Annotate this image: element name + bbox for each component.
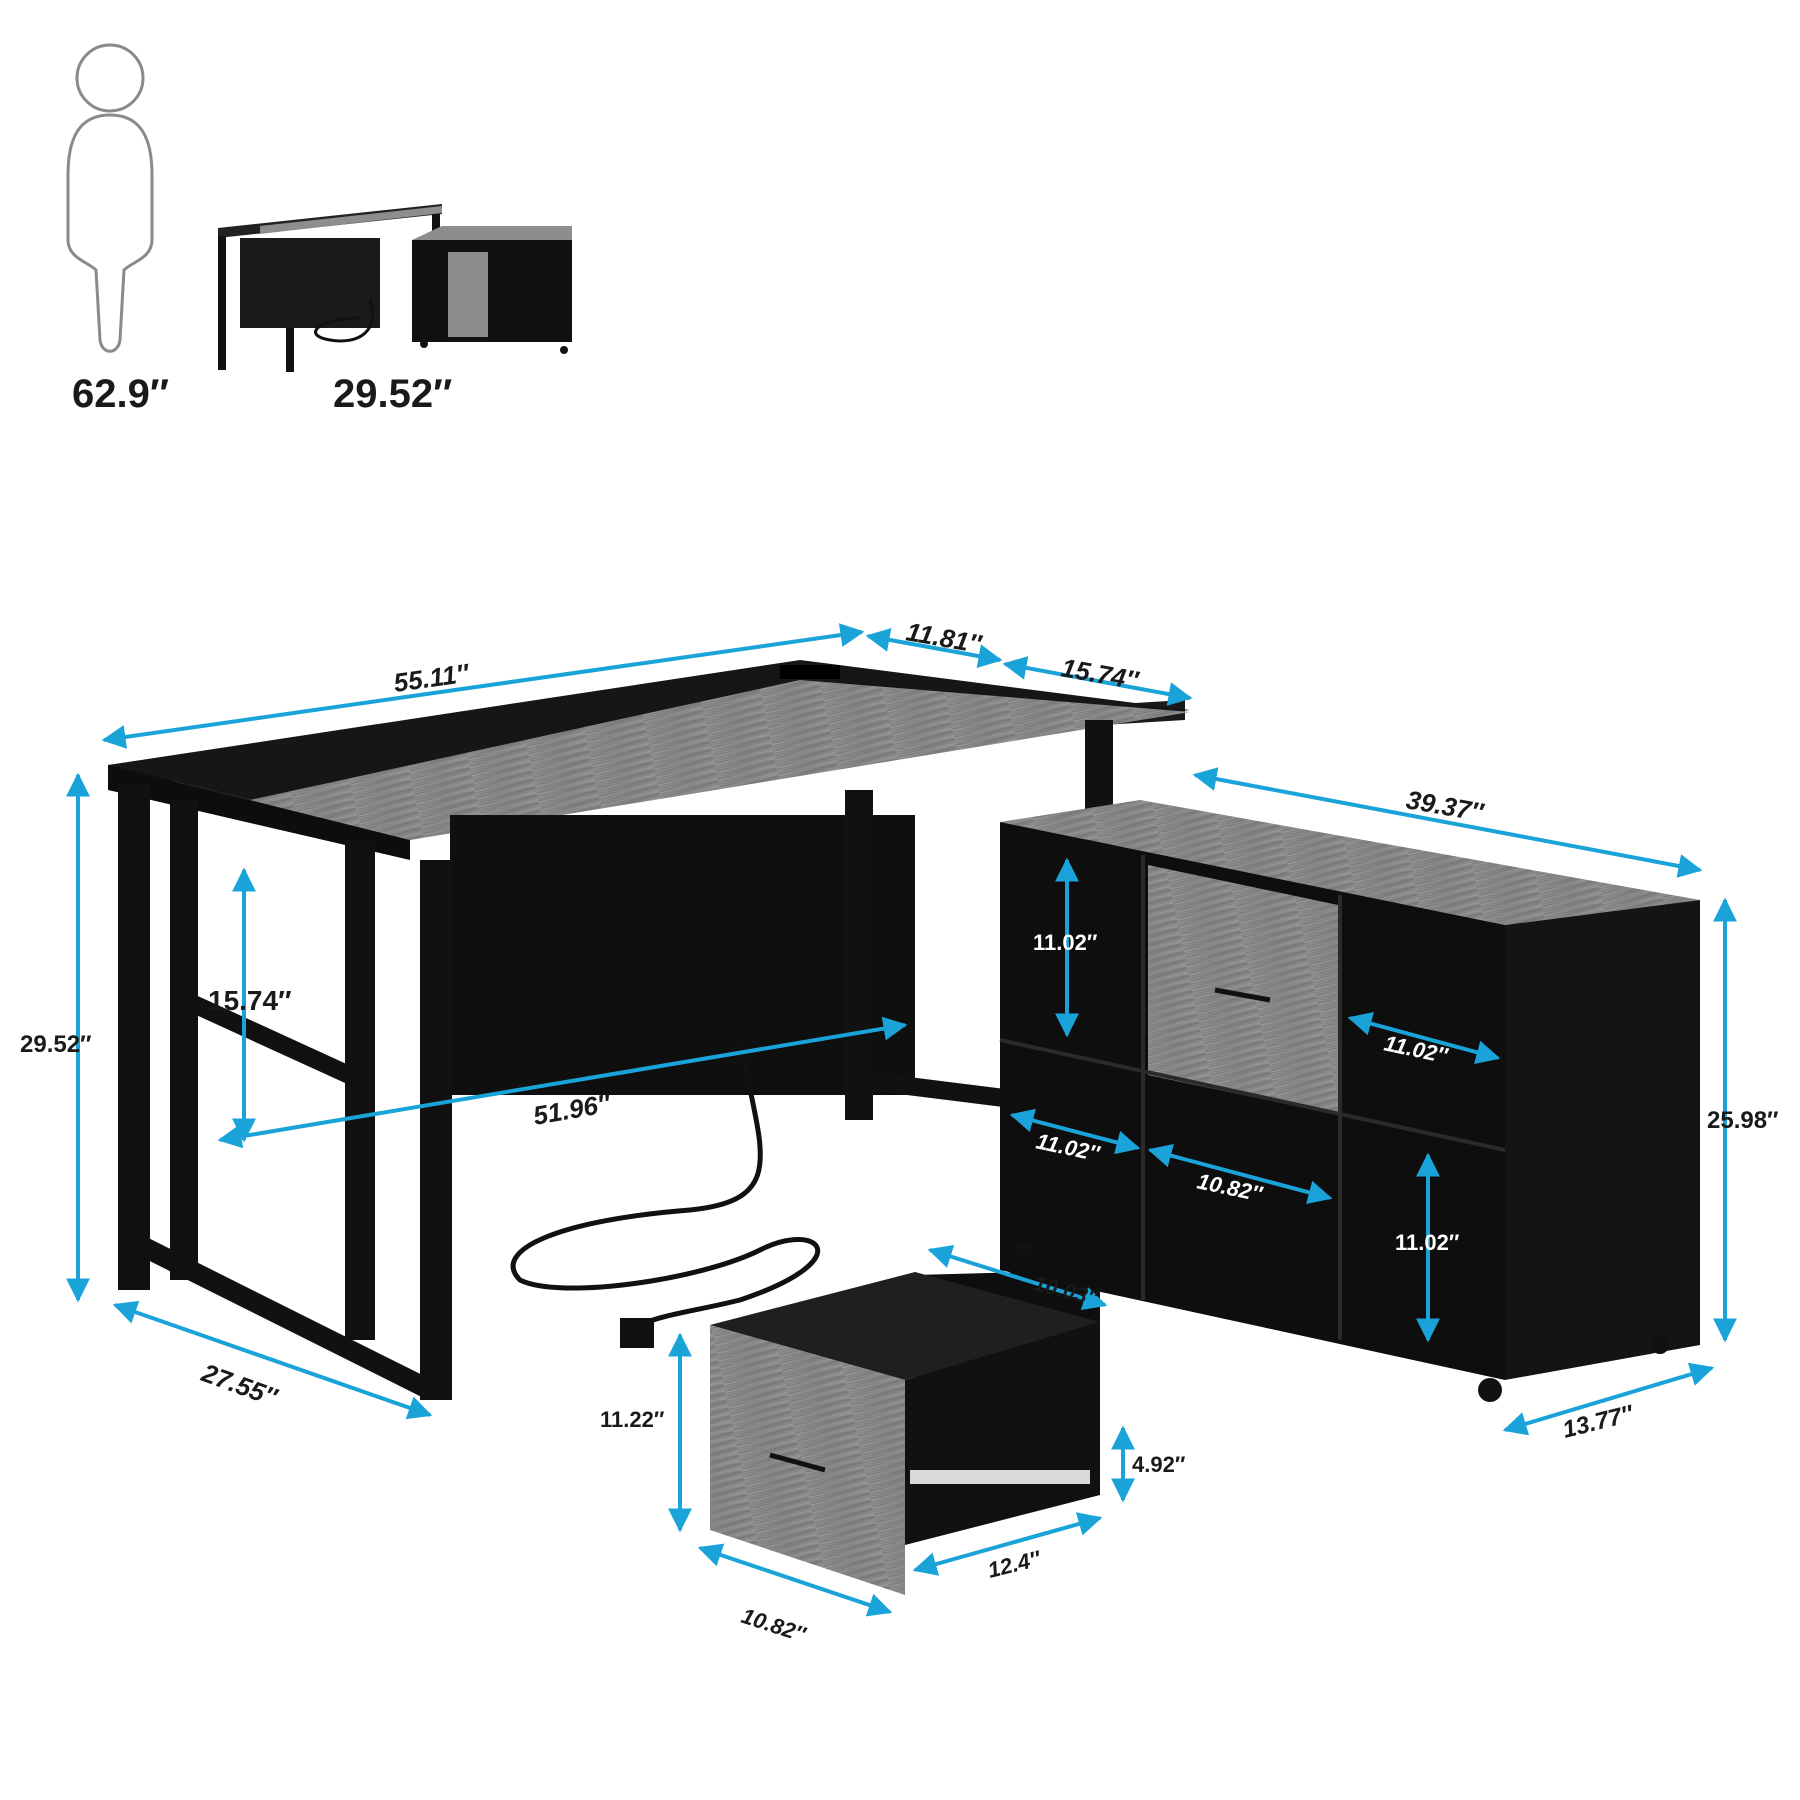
- file-cabinet-illustration: [999, 800, 1700, 1402]
- dim-line-middle-width: [1147, 1143, 1333, 1205]
- label-extension-gap: 11.81″: [904, 616, 985, 659]
- mini-desk-thumbnail: [218, 204, 572, 372]
- label-panel-height: 15.74″: [208, 985, 291, 1016]
- label-extension-depth: 15.74″: [1059, 652, 1142, 695]
- dimension-lines: [66, 623, 1737, 1617]
- label-cabinet-depth: 13.77″: [1560, 1400, 1637, 1444]
- label-cube-height-left: 11.02″: [1033, 930, 1098, 955]
- label-slide-height: 4.92″: [1132, 1452, 1186, 1477]
- label-drawer-width: 10.82″: [738, 1603, 809, 1647]
- label-cube-height-right: 11.02″: [1395, 1230, 1460, 1255]
- dim-line-desk-depth: [112, 1300, 433, 1420]
- label-desk-height: 29.52″: [20, 1031, 92, 1058]
- label-desk-depth: 27.55″: [197, 1357, 282, 1413]
- label-drawer-inner-depth: 12.4″: [985, 1545, 1044, 1583]
- dim-line-extension-depth: [1002, 656, 1193, 706]
- dim-line-cube-width-right: [1347, 1012, 1501, 1064]
- dim-line-cabinet-width: [1192, 767, 1703, 878]
- person-silhouette-icon: [66, 43, 154, 353]
- dim-line-drawer-inner-depth: [912, 1512, 1103, 1576]
- label-desk-width: 55.11″: [392, 657, 473, 697]
- desk-height-reference-label: 29.52″: [333, 372, 453, 416]
- drawer-illustration: [710, 1270, 1100, 1595]
- dim-line-desk-width: [101, 623, 865, 749]
- label-drawer-height: 11.22″: [600, 1407, 665, 1432]
- dim-line-drawer-depth: [927, 1245, 1108, 1310]
- dim-line-extension-gap: [865, 628, 1003, 668]
- label-cabinet-height: 25.98″: [1707, 1107, 1779, 1134]
- dim-line-cube-width-left: [1009, 1108, 1141, 1155]
- label-cabinet-width: 39.37″: [1404, 784, 1487, 827]
- person-height-label: 62.9″: [72, 372, 170, 416]
- dim-line-inner-width: [217, 1016, 908, 1149]
- dim-line-cabinet-depth: [1502, 1362, 1715, 1436]
- dim-line-drawer-width: [697, 1543, 893, 1617]
